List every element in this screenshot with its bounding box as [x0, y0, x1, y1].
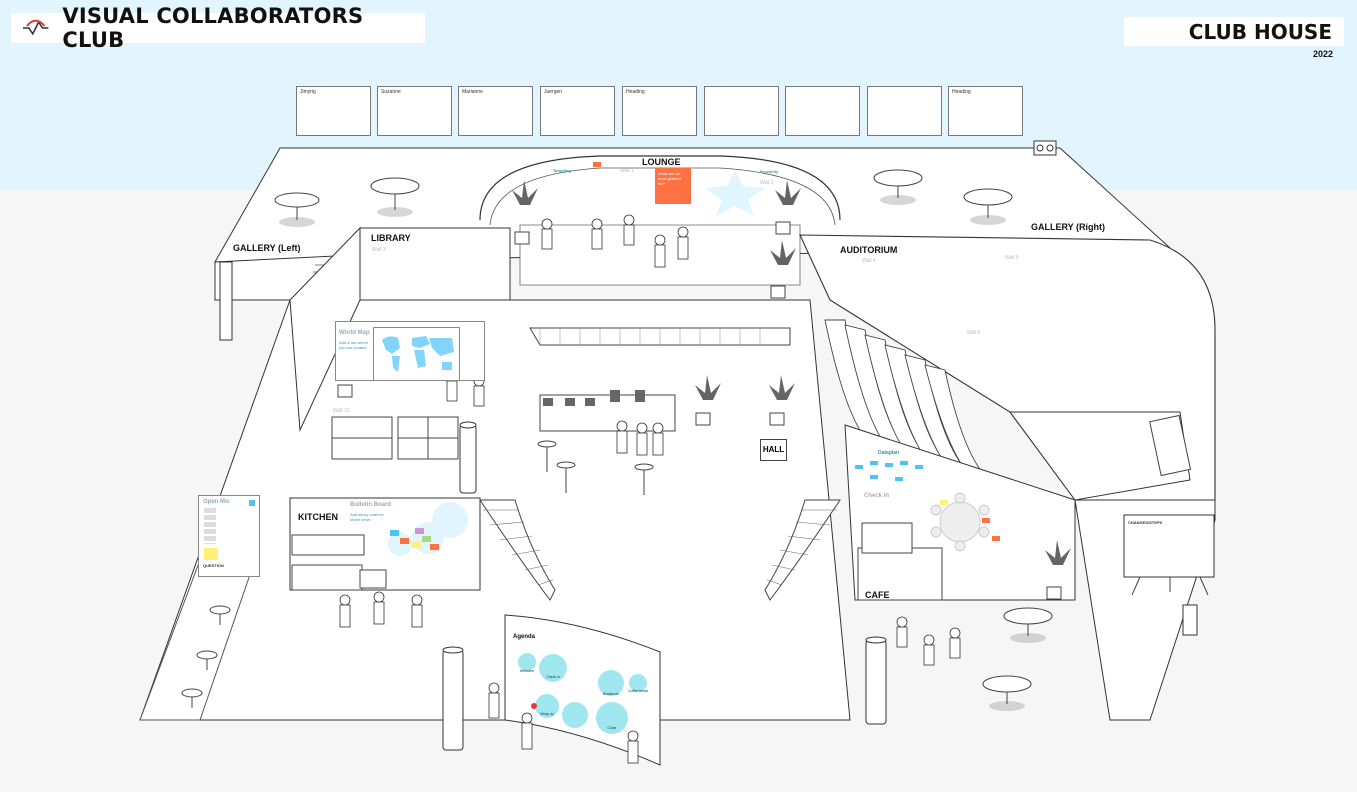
- area-gallery-right[interactable]: GALLERY (Right): [1031, 222, 1105, 232]
- area-gallery-left[interactable]: GALLERY (Left): [233, 243, 301, 253]
- logo-icon: [22, 19, 49, 36]
- world-map-panel[interactable]: World Map Add a dot where you are locate…: [335, 321, 485, 381]
- wall-label: Wall 10: [333, 408, 350, 414]
- sticky-note[interactable]: [593, 162, 601, 167]
- wall-label: Wall 1: [620, 168, 634, 174]
- agenda-item[interactable]: Welcome: [519, 669, 535, 673]
- wall-label: Wall 6: [967, 330, 981, 336]
- agenda-item[interactable]: Close: [607, 726, 617, 730]
- lounge-sticky-note[interactable]: What are we most grateful for?: [655, 168, 691, 204]
- board-6[interactable]: [704, 86, 779, 136]
- board-5[interactable]: Heading: [622, 86, 697, 136]
- area-library[interactable]: LIBRARY: [371, 233, 411, 243]
- board-3[interactable]: Marianne: [458, 86, 533, 136]
- check-in-diagram: [930, 492, 1000, 552]
- world-map-text: Add a dot where you are located: [339, 340, 369, 350]
- area-hall[interactable]: HALL: [760, 439, 787, 461]
- whiteboard-title[interactable]: CHANGES/STEPS: [1128, 520, 1163, 525]
- clubhouse-title-box: CLUB HOUSE: [1124, 17, 1344, 46]
- bulletin-text: Add sticky notes to share news: [350, 512, 384, 522]
- check-in-title[interactable]: Check In: [864, 493, 890, 499]
- dataplan-title[interactable]: Dataplan: [878, 450, 900, 456]
- wall-label: Wall 5: [1005, 255, 1019, 261]
- targeting-panel-title[interactable]: Targeting: [553, 168, 571, 173]
- area-kitchen[interactable]: KITCHEN: [298, 512, 338, 522]
- placeholder-stickies: [204, 508, 216, 544]
- bulletin-title: Bulletin Board: [350, 502, 392, 508]
- area-lounge[interactable]: LOUNGE: [642, 157, 681, 167]
- agenda-item[interactable]: Coffee break: [628, 689, 648, 693]
- app-title: VISUAL COLLABORATORS CLUB: [62, 4, 364, 52]
- agenda-title[interactable]: Agenda: [513, 634, 536, 640]
- wall-label: Wall 4: [862, 258, 876, 264]
- app-title-bar: VISUAL COLLABORATORS CLUB: [11, 4, 425, 52]
- wall-label: Wall 2: [760, 180, 774, 186]
- board-4[interactable]: Juergen: [540, 86, 615, 136]
- yellow-sticky-note[interactable]: [204, 548, 218, 560]
- year-label: 2022: [1312, 49, 1333, 59]
- area-auditorium[interactable]: AUDITORIUM: [840, 245, 898, 255]
- clubhouse-title: CLUB HOUSE: [1188, 20, 1332, 44]
- agenda-item[interactable]: Breakouts: [603, 692, 619, 696]
- dataplan-diagram: [855, 461, 923, 481]
- bulletin-board[interactable]: Bulletin Board Add sticky notes to share…: [350, 500, 480, 570]
- wall-label: Wall 3: [372, 247, 386, 253]
- board-2[interactable]: Suzanne: [377, 86, 452, 136]
- open-mic-title: Open Mic: [203, 499, 231, 505]
- marker-icon: [249, 500, 255, 506]
- board-1[interactable]: Jimyrig: [296, 86, 371, 136]
- star-shape: [705, 170, 765, 216]
- open-mic-panel[interactable]: Open Mic QUESTION: [198, 495, 260, 577]
- agenda-item[interactable]: Wrap up: [540, 712, 554, 716]
- board-9[interactable]: Heading: [948, 86, 1023, 136]
- agenda-item[interactable]: Check in: [546, 675, 560, 679]
- world-map-image: [373, 327, 460, 381]
- board-7[interactable]: [785, 86, 860, 136]
- proximity-panel-title[interactable]: Proximity: [760, 169, 779, 174]
- board-8[interactable]: [867, 86, 942, 136]
- area-cafe[interactable]: CAFE: [865, 590, 890, 600]
- question-label: QUESTION: [203, 563, 224, 568]
- world-map-title: World Map: [339, 330, 370, 336]
